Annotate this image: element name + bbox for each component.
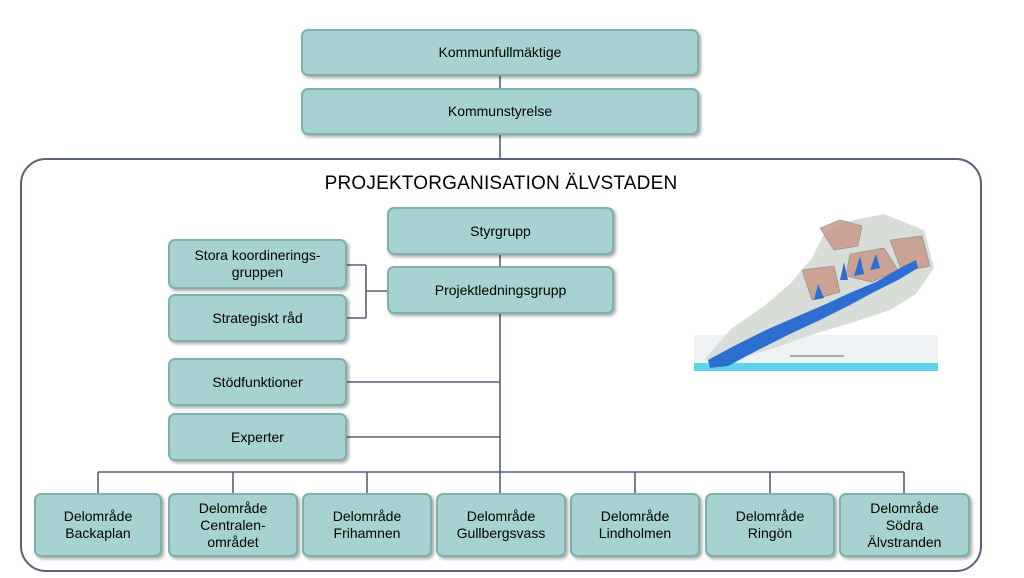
city-river-map-icon <box>694 214 938 371</box>
map-harbours <box>814 254 880 300</box>
management-label: Projektledningsgrupp <box>434 281 567 298</box>
district-label: Delområde Frihamnen <box>332 508 402 541</box>
district-box: Delområde Centralen- området <box>168 493 298 557</box>
experts-label: Experter <box>231 428 284 445</box>
district-label: Delområde Södra Älvstranden <box>867 499 942 550</box>
district-label: Delområde Ringön <box>735 508 805 541</box>
management-box: Projektledningsgrupp <box>387 266 614 314</box>
support-box: Stödfunktioner <box>168 358 347 406</box>
district-label: Delområde Centralen- området <box>198 499 268 550</box>
district-label: Delområde Gullbergsvass <box>456 508 546 541</box>
steering-label: Styrgrupp <box>470 222 531 239</box>
district-box: Delområde Backaplan <box>34 493 162 557</box>
district-box: Delområde Lindholmen <box>570 493 700 557</box>
district-box: Delområde Ringön <box>705 493 835 557</box>
board-box: Kommunstyrelse <box>301 88 699 135</box>
advisory-label: Strategiskt råd <box>212 309 303 326</box>
district-box: Delområde Gullbergsvass <box>436 493 566 557</box>
experts-box: Experter <box>168 413 347 461</box>
district-label: Delområde Lindholmen <box>598 508 672 541</box>
support-label: Stödfunktioner <box>212 373 303 390</box>
map-water-strip <box>694 363 938 371</box>
council-box: Kommunfullmäktige <box>301 29 699 76</box>
steering-box: Styrgrupp <box>387 207 614 255</box>
district-box: Delområde Frihamnen <box>302 493 432 557</box>
map-districts <box>801 219 931 301</box>
board-label: Kommunstyrelse <box>447 103 553 119</box>
project-frame <box>20 158 982 572</box>
frame-title: PROJEKTORGANISATION ÄLVSTADEN <box>324 173 678 194</box>
advisory-box: Strategiskt råd <box>168 294 347 342</box>
coordination-box: Stora koordinerings- gruppen <box>168 239 347 289</box>
coordination-label: Stora koordinerings- gruppen <box>194 247 321 280</box>
district-label: Delområde Backaplan <box>63 508 133 541</box>
map-river <box>708 260 918 368</box>
district-box: Delområde Södra Älvstranden <box>839 493 970 557</box>
council-label: Kommunfullmäktige <box>438 44 562 60</box>
